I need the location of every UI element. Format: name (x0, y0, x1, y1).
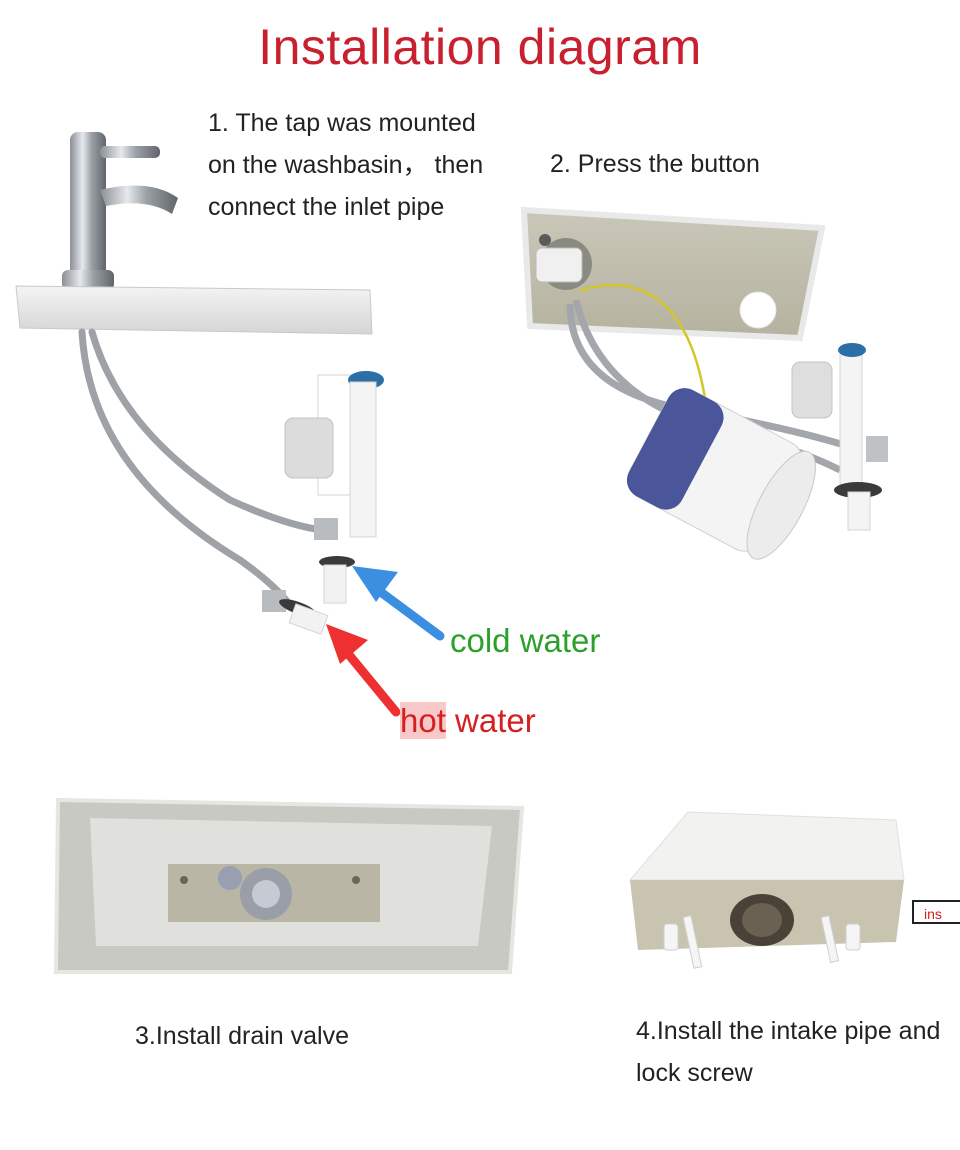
faucet-assembly (62, 132, 178, 290)
washbasin (15, 285, 373, 335)
flush-valve-cylinder (626, 388, 816, 560)
hot-word-highlight: hot (400, 702, 446, 739)
hot-water-arrow (326, 624, 401, 717)
cold-water-label: cold water (450, 622, 601, 659)
step1-instruction: 1. The tap was mounted on the washbasin，… (208, 109, 484, 221)
page-title: Installation diagram (258, 19, 702, 75)
open-tank-top-view (53, 797, 525, 974)
tank-lid-with-button (520, 206, 826, 342)
hot-water-label: hot water (400, 702, 536, 740)
inlet-hoses (78, 328, 326, 609)
step2-instruction: 2. Press the button (550, 150, 760, 178)
hot-water-fitting (262, 590, 329, 635)
tank-bottom-with-intake (628, 811, 905, 969)
step4-instruction: 4.Install the intake pipe and lock screw (636, 1017, 941, 1087)
hot-water-suffix: water (445, 702, 536, 739)
fill-valve-step2 (791, 343, 888, 531)
fill-valve (284, 371, 384, 604)
cold-water-arrow (352, 566, 445, 641)
clipped-callout-label: ins (912, 900, 960, 924)
step3-instruction: 3.Install drain valve (135, 1022, 350, 1050)
